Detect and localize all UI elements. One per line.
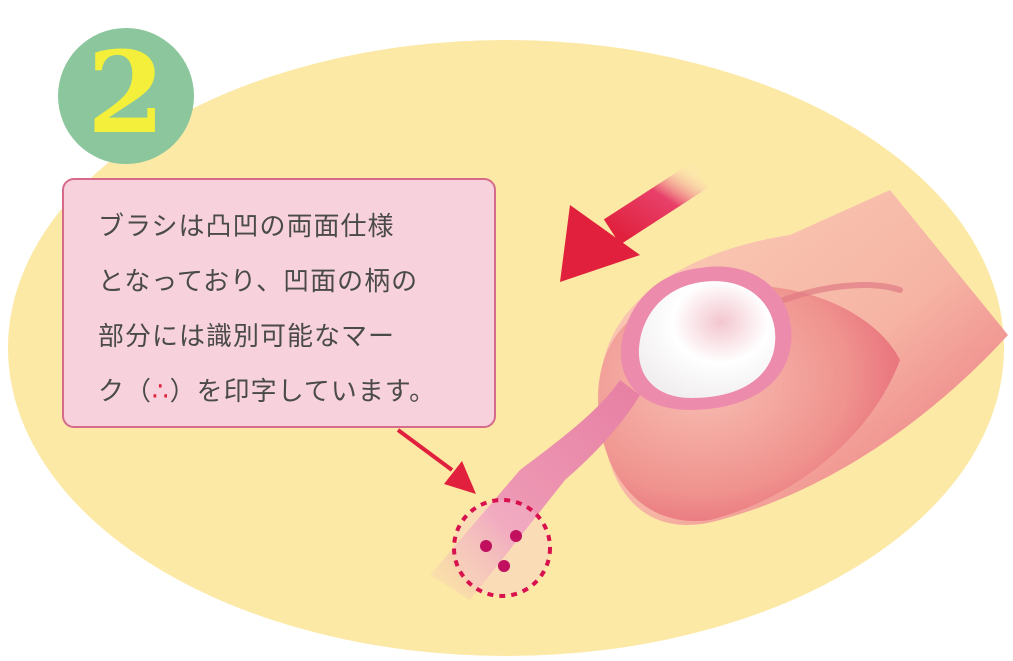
- callout-line: ブラシは凸凹の両面仕様: [98, 212, 395, 242]
- identification-mark: [480, 530, 522, 572]
- callout-box: ブラシは凸凹の両面仕様 となっており、凹面の柄の 部分には識別可能なマー ク（∴…: [62, 178, 496, 428]
- callout-text-after-mark: ）を印字しています。: [169, 377, 437, 407]
- step-number: 2: [87, 28, 165, 159]
- callout-text-before-mark: ク（: [98, 377, 153, 407]
- dotted-circle-highlight: [452, 498, 552, 598]
- mark-symbol: ∴: [152, 377, 170, 407]
- brush-head: [638, 281, 776, 398]
- step-number-circle: 2: [58, 28, 194, 164]
- callout-line: 部分には識別可能なマー: [98, 322, 396, 352]
- callout-line-last: ク（∴）を印字しています。: [98, 365, 494, 420]
- pointing-arrow-icon: [396, 428, 476, 494]
- pointing-arrow-icon: [560, 162, 709, 282]
- callout-line: となっており、凹面の柄の: [98, 267, 419, 297]
- nail-crease: [767, 282, 903, 308]
